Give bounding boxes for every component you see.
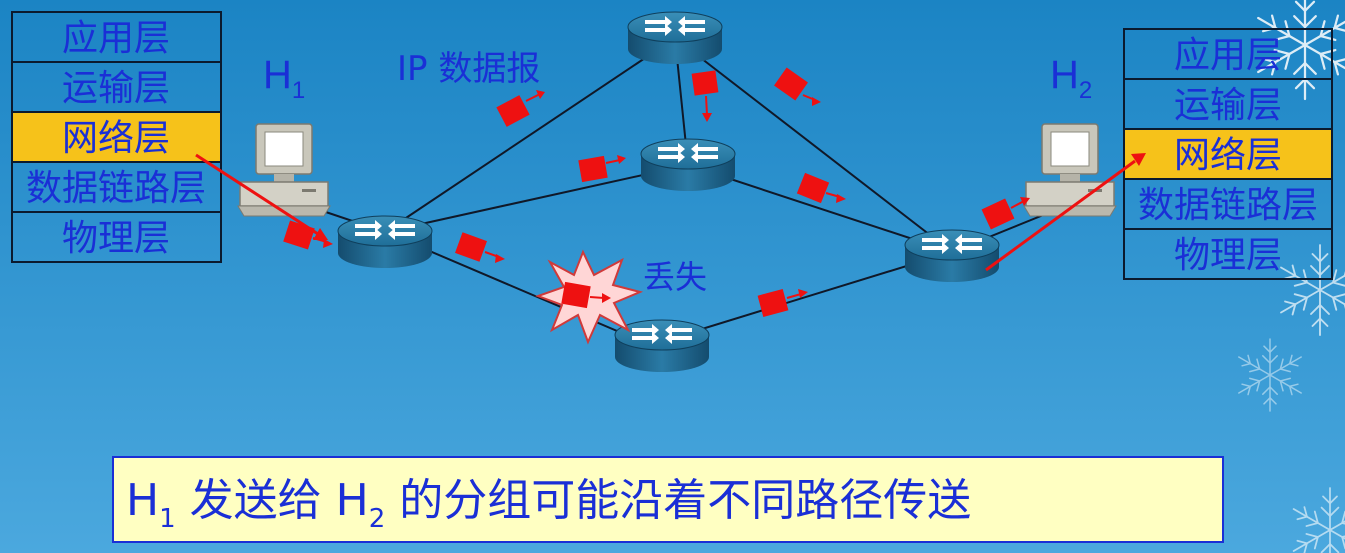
- ip-datagram-label: IP 数据报: [397, 49, 540, 89]
- receive-arrowhead-icon: [1131, 153, 1146, 166]
- router-bottom-icon: [614, 319, 710, 373]
- router-middle-icon: [640, 138, 736, 192]
- packet-icon: [561, 281, 611, 309]
- packet-icon: [981, 197, 1030, 230]
- layer-physical: 物理层: [1174, 235, 1282, 276]
- layer-application: 应用层: [62, 18, 170, 59]
- host-h1-protocol-stack: 应用层 运输层 网络层 数据链路层 物理层: [11, 11, 222, 263]
- receive-arrow: [985, 159, 1136, 272]
- router-top-icon: [627, 11, 723, 65]
- layer-physical: 物理层: [62, 218, 170, 259]
- host-h1-label: H1: [263, 53, 305, 104]
- host-h2-protocol-stack: 应用层 运输层 网络层 数据链路层 物理层: [1123, 28, 1333, 280]
- layer-network: 网络层: [62, 118, 170, 159]
- packet-icon: [578, 155, 626, 183]
- lost-burst-icon: [535, 249, 644, 345]
- packet-icon: [774, 67, 821, 106]
- packet-icon: [691, 70, 719, 122]
- packet-icon: [496, 90, 545, 127]
- router-left-icon: [337, 215, 433, 269]
- send-arrowhead-icon: [313, 228, 328, 240]
- layer-application: 应用层: [1174, 35, 1282, 76]
- send-arrow: [195, 153, 319, 236]
- packet-icon: [757, 289, 808, 317]
- packet-icon: [796, 172, 846, 204]
- delivery-arrows: [195, 153, 1146, 272]
- packet-icon: [455, 232, 505, 263]
- layer-transport: 运输层: [1174, 85, 1282, 126]
- layer-data-link: 数据链路层: [26, 168, 206, 209]
- layer-transport: 运输层: [62, 68, 170, 109]
- lost-label: 丢失: [643, 258, 707, 296]
- layer-data-link: 数据链路层: [1138, 185, 1318, 226]
- router-right-icon: [904, 229, 1000, 283]
- layer-network: 网络层: [1174, 135, 1282, 176]
- host-h2-label: H2: [1050, 53, 1092, 104]
